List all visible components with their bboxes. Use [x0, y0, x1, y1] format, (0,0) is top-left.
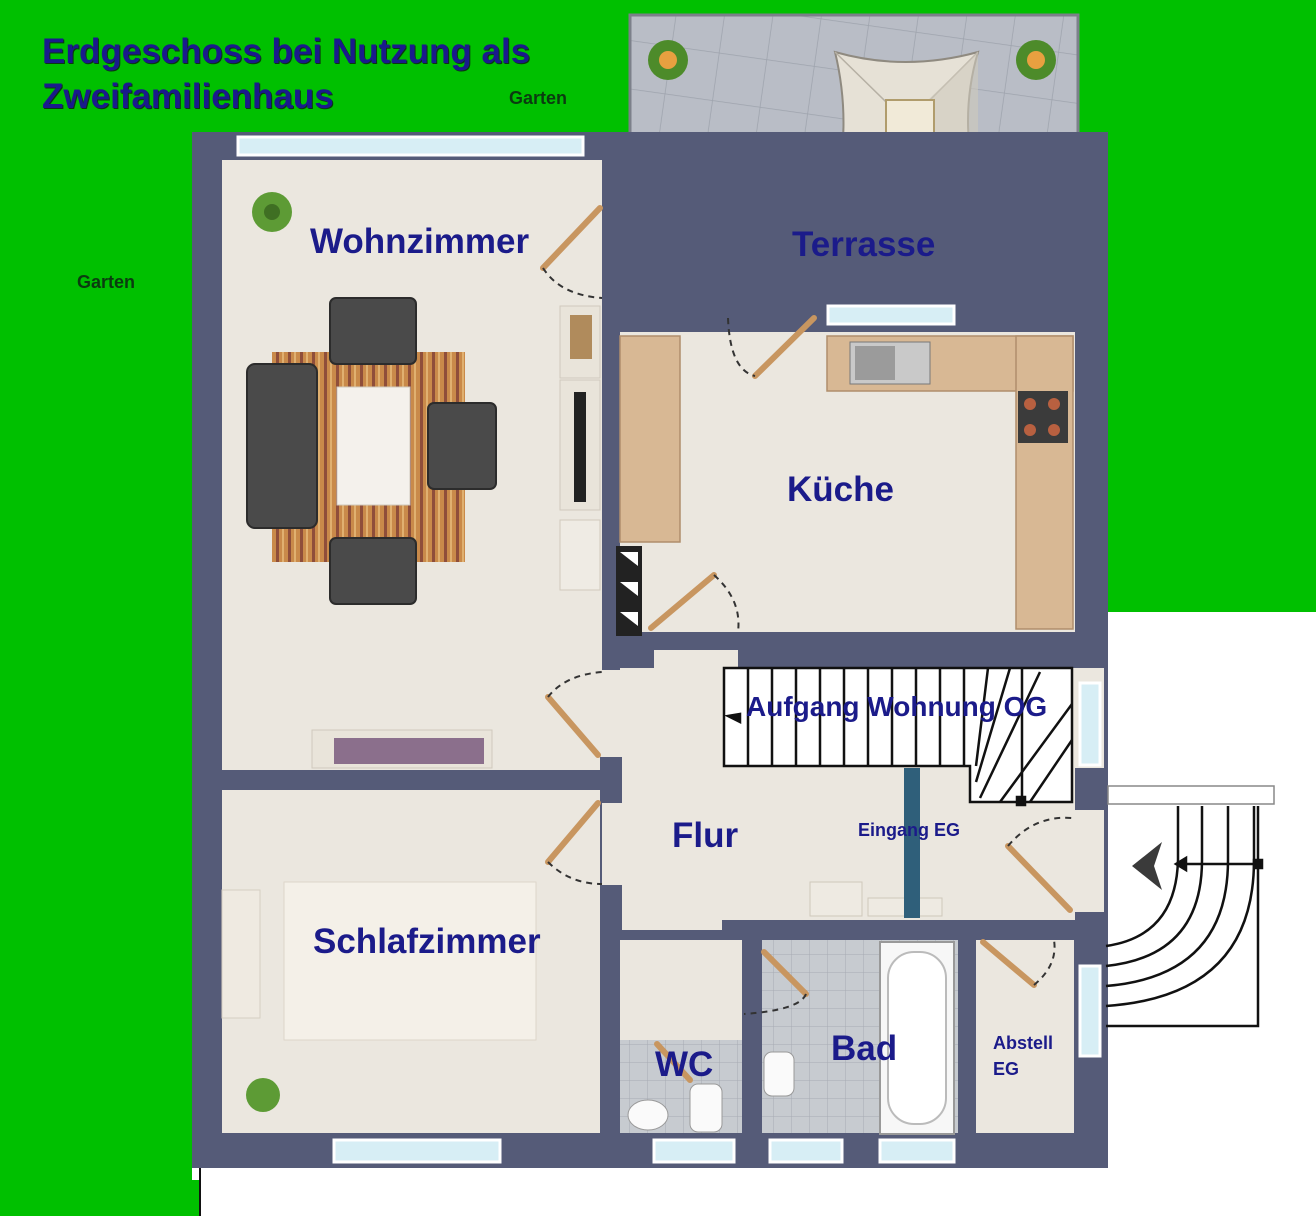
label-abstell-eg: EG	[993, 1059, 1020, 1079]
label-schlafzimmer: Schlafzimmer	[313, 922, 541, 961]
bookshelf-icon	[311, 305, 601, 769]
tv-icon	[559, 379, 601, 591]
label-garten-top: Garten	[509, 88, 568, 108]
sofa-icon	[246, 297, 497, 605]
stairs-og	[722, 666, 1074, 807]
label-garten-left: Garten	[77, 272, 136, 292]
label-flur: Flur	[672, 816, 739, 855]
label-kueche: Küche	[787, 470, 894, 509]
page-title-line1: Erdgeschoss bei Nutzung als	[42, 32, 531, 71]
label-aufgang: Aufgang Wohnung OG	[746, 691, 1048, 722]
chimney	[616, 546, 642, 636]
label-bad: Bad	[831, 1029, 898, 1068]
entrance-stairs	[1105, 785, 1275, 1028]
bathtub-icon	[879, 941, 955, 1135]
toilet-icon	[627, 1051, 795, 1133]
label-terrasse: Terrasse	[792, 225, 936, 264]
plant-icon	[246, 192, 292, 1112]
plant-icon	[648, 40, 1056, 80]
dining-set	[246, 297, 497, 605]
doors	[540, 205, 1073, 1083]
table-icon	[336, 386, 411, 506]
entrance-arrow-icon	[1132, 842, 1162, 890]
label-abstell: Abstell	[993, 1033, 1054, 1053]
hallway-furniture	[809, 768, 943, 918]
sink-icon	[849, 341, 931, 385]
room-abstell	[976, 940, 1074, 1133]
label-eingang: Eingang EG	[858, 820, 961, 840]
stove-icon	[1018, 391, 1068, 443]
bed	[221, 881, 537, 1041]
label-wc: WC	[655, 1045, 714, 1084]
windows	[236, 135, 1102, 1164]
label-wohnzimmer: Wohnzimmer	[310, 222, 530, 261]
page-title-line2: Zweifamilienhaus	[42, 77, 334, 116]
